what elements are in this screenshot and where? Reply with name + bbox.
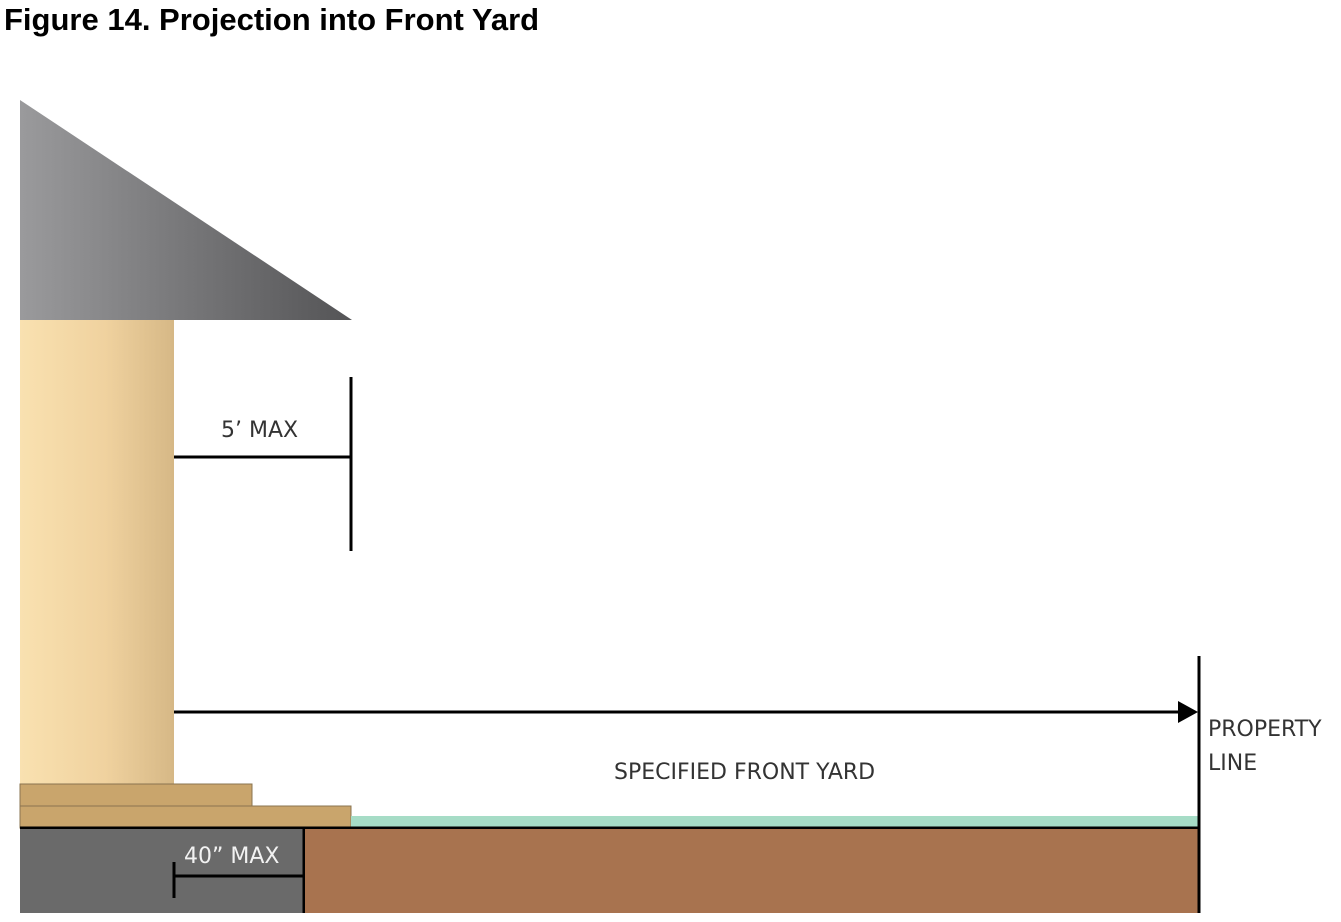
upper-step bbox=[19, 783, 253, 807]
height-max-label: 40” MAX bbox=[184, 844, 280, 869]
roof bbox=[20, 100, 352, 320]
projection-max-label: 5’ MAX bbox=[221, 418, 298, 443]
front-yard-label: SPECIFIED FRONT YARD bbox=[614, 760, 875, 785]
lower-step bbox=[19, 805, 352, 829]
property-line-label-1: PROPERTY bbox=[1208, 717, 1322, 742]
house-wall bbox=[20, 320, 174, 784]
foundation bbox=[20, 829, 303, 913]
soil bbox=[305, 829, 1198, 913]
property-line-label-2: LINE bbox=[1208, 751, 1257, 776]
front-yard-arrowhead bbox=[1178, 701, 1198, 723]
grass-strip bbox=[351, 816, 1199, 828]
figure-title: Figure 14. Projection into Front Yard bbox=[4, 2, 540, 37]
